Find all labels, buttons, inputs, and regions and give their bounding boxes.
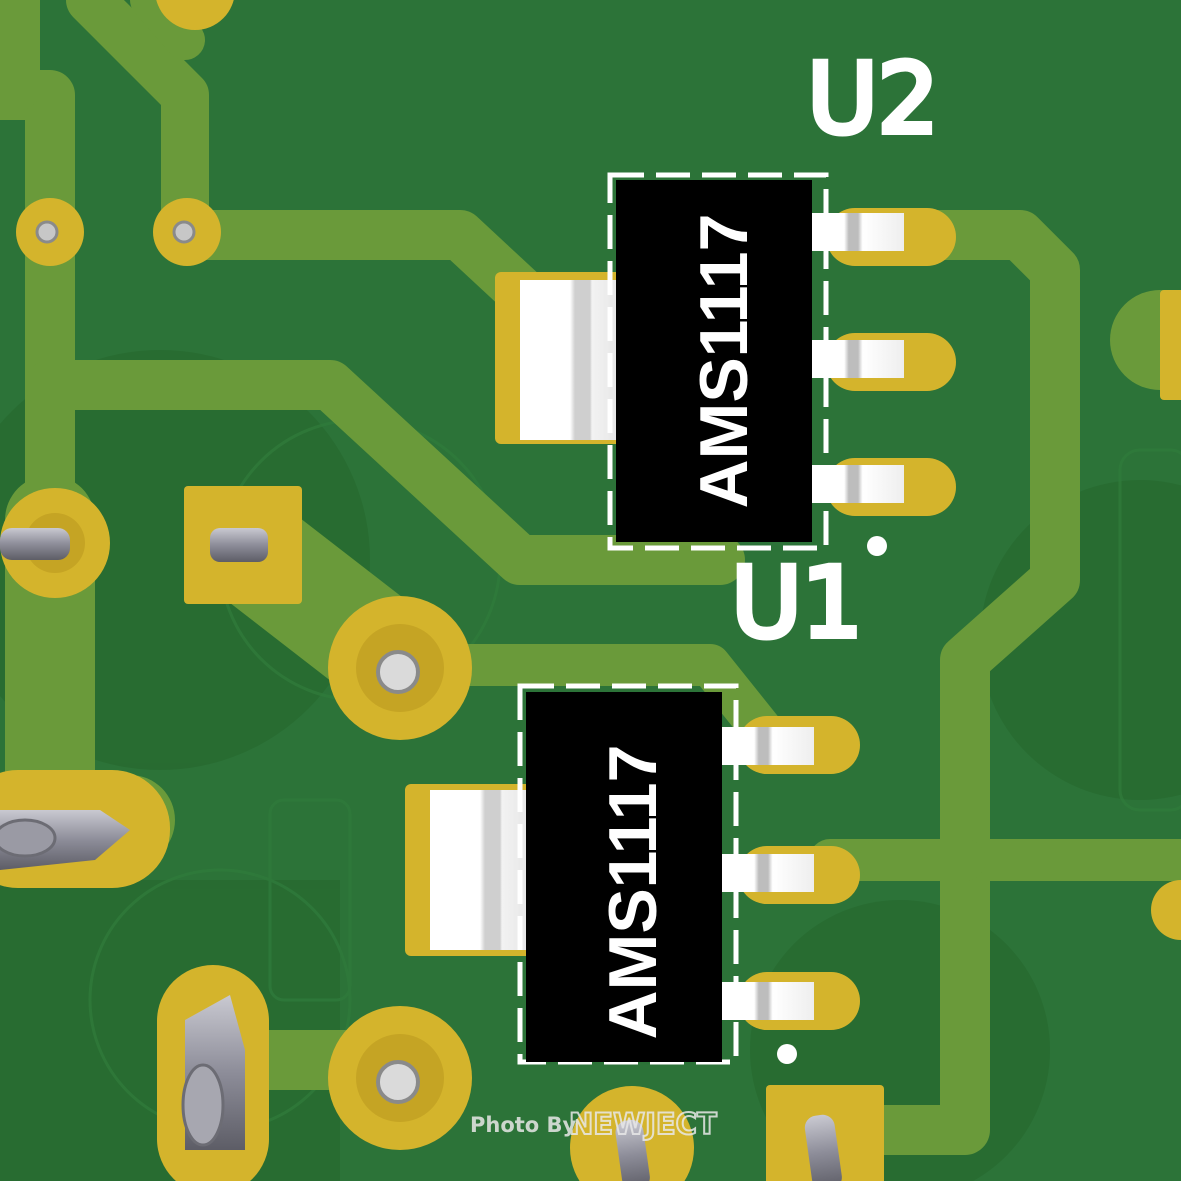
via-top-left	[16, 198, 84, 266]
u1-outline	[517, 683, 739, 1065]
u1-marking: AMS1117	[595, 745, 671, 1040]
u2-pin1-dot	[867, 536, 887, 556]
bottom-pad-square	[766, 1085, 884, 1181]
u2-regulator: AMS1117 U2	[495, 40, 956, 556]
via-top-right	[153, 198, 221, 266]
u1-regulator: AMS1117 U1	[405, 544, 866, 1065]
u1-body	[526, 692, 722, 1062]
oval-pad-bottom	[157, 965, 269, 1181]
u2-body	[616, 180, 812, 542]
u1-pin1-dot	[777, 1044, 797, 1064]
u2-outline	[607, 172, 829, 551]
via-center	[328, 596, 472, 740]
via-lower	[328, 1006, 472, 1150]
u2-designator: U2	[807, 43, 938, 155]
photo-credit: Photo By NEWJECT	[470, 1106, 718, 1142]
square-pad	[184, 486, 302, 604]
through-hole-left	[0, 488, 110, 598]
credit-brand: NEWJECT	[569, 1107, 717, 1141]
u1-designator: U1	[731, 547, 862, 659]
credit-prefix: Photo By	[470, 1113, 577, 1137]
u2-tab	[520, 280, 620, 440]
right-edge-pad	[1151, 290, 1181, 940]
u1-tab	[430, 790, 530, 950]
oval-pad-left	[0, 770, 170, 888]
bottom-pad-round	[570, 1086, 694, 1181]
u2-marking: AMS1117	[686, 214, 762, 509]
via-top-corner	[156, 0, 234, 30]
